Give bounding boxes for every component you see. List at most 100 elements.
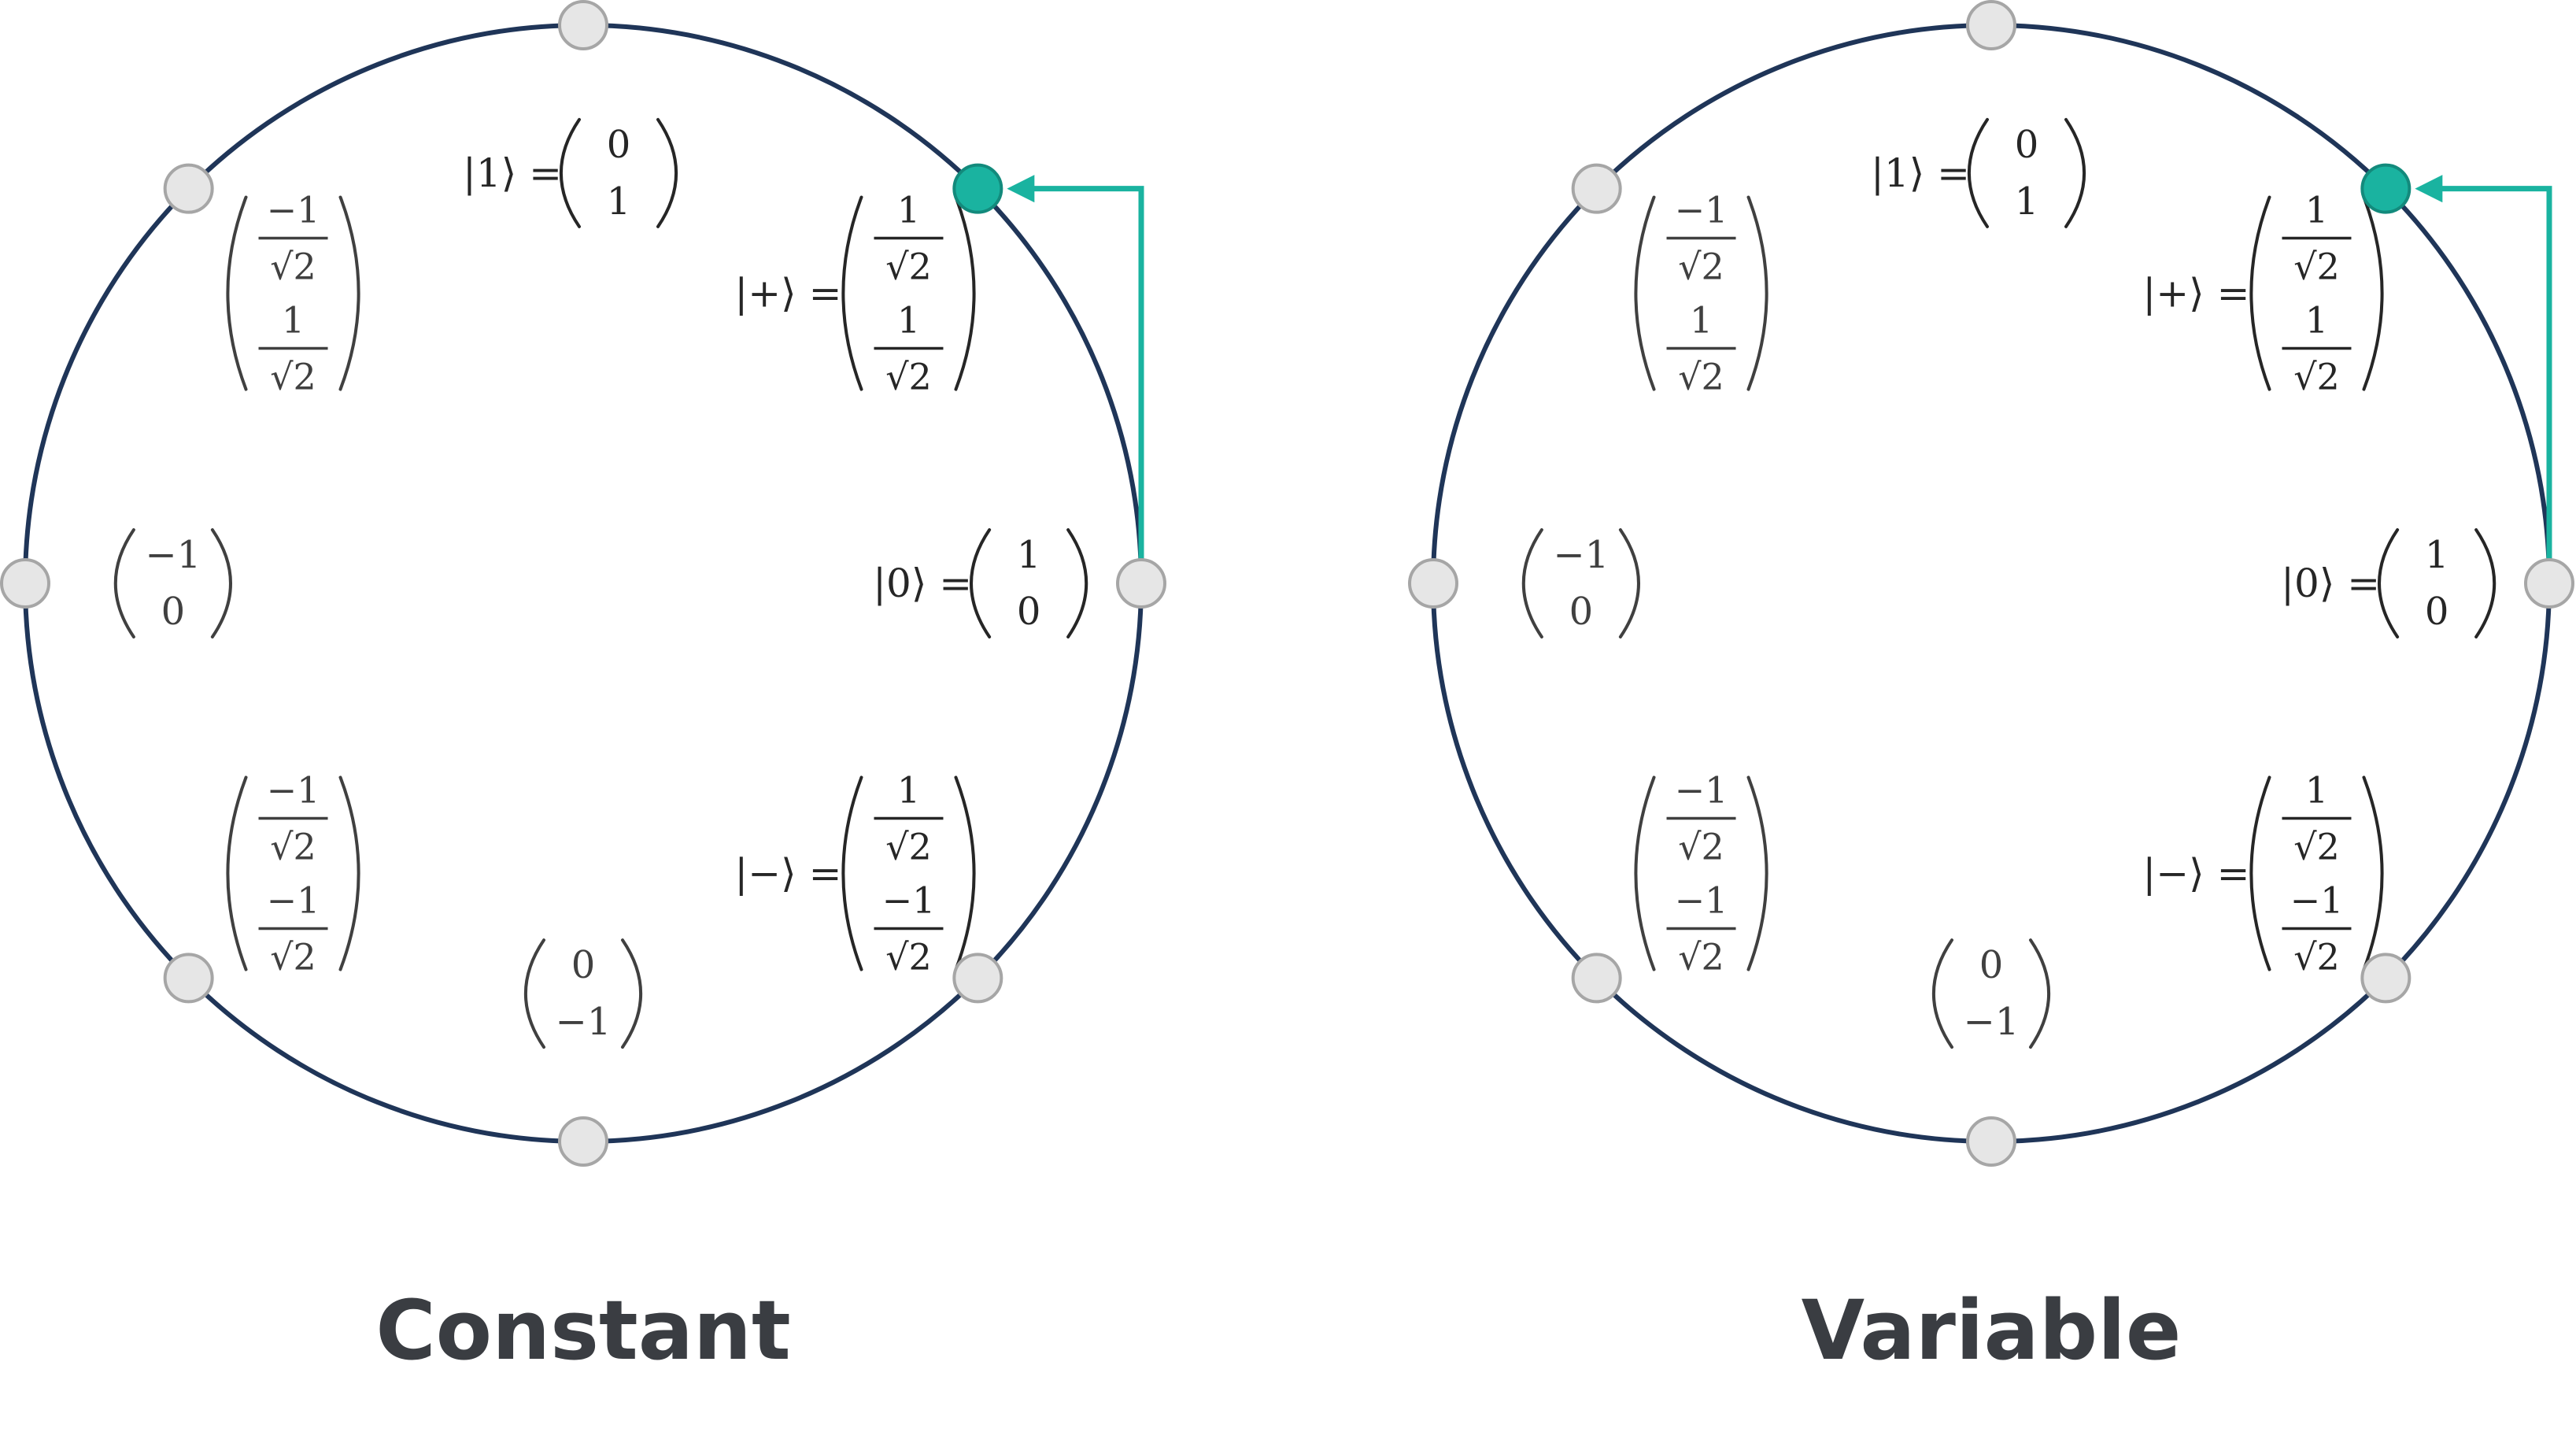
vector-0: 1 0 |0⟩ =	[873, 528, 1088, 638]
top-entry: 0	[1979, 943, 2004, 987]
active-state-node[interactable]	[952, 163, 1003, 214]
left-parenthesis	[1521, 528, 1543, 638]
bottom-entry-denominator: √2	[270, 356, 316, 398]
right-parenthesis	[656, 117, 678, 228]
top-entry: 0	[571, 943, 596, 987]
bottom-entry-denominator: √2	[1678, 935, 1724, 978]
left-parenthesis	[226, 195, 248, 391]
state-node-135[interactable]	[1571, 163, 1622, 214]
right-parenthesis	[954, 775, 976, 971]
bottom-entry: 0	[1017, 590, 1041, 634]
bottom-entry-numerator: −1	[267, 879, 320, 921]
right-parenthesis	[2362, 195, 2384, 391]
left-parenthesis	[841, 775, 863, 971]
panel-caption: Constant	[375, 1282, 790, 1378]
top-entry-denominator: √2	[2293, 825, 2340, 868]
bottom-entry: −1	[1964, 1000, 2020, 1044]
vector-180: −10	[113, 528, 232, 638]
top-entry-numerator: −1	[1675, 189, 1728, 231]
bottom-entry-denominator: √2	[2293, 935, 2340, 978]
right-parenthesis	[2474, 528, 2497, 638]
top-entry-denominator: √2	[1678, 825, 1724, 868]
bottom-entry: 1	[607, 179, 631, 224]
left-parenthesis	[1932, 938, 1953, 1049]
vector-225: −1√2−1√2	[1634, 768, 1768, 978]
state-node-90[interactable]	[558, 0, 608, 50]
panel-constant: 10|0⟩ =01|1⟩ =−100−11√21√2|+⟩ =1√2−1√2|−…	[0, 0, 1166, 1378]
left-parenthesis	[2249, 195, 2271, 391]
panel-caption: Variable	[1802, 1282, 2182, 1378]
vector-270: 0−1	[524, 938, 642, 1049]
bottom-entry-numerator: 1	[2305, 299, 2328, 342]
right-parenthesis	[1066, 528, 1088, 638]
state-node-315[interactable]	[952, 953, 1003, 1004]
right-parenthesis	[2362, 775, 2384, 971]
vector-180: −10	[1521, 528, 1640, 638]
left-parenthesis	[226, 775, 248, 971]
state-node-270[interactable]	[1966, 1116, 2016, 1167]
state-node-180[interactable]	[1408, 558, 1458, 609]
vector-0: 10|0⟩ =	[2281, 528, 2497, 638]
left-parenthesis	[2378, 528, 2400, 638]
bottom-entry-numerator: 1	[897, 299, 920, 342]
top-entry: −1	[146, 533, 201, 577]
ket-label-ketPlus: |+⟩ =	[734, 271, 841, 316]
state-node-270[interactable]	[558, 1116, 608, 1167]
left-parenthesis	[524, 938, 545, 1049]
left-parenthesis	[1968, 117, 1989, 228]
ket-label-ket0: |0⟩ =	[2281, 561, 2380, 606]
bottom-entry-denominator: √2	[270, 935, 316, 978]
bottom-entry-numerator: 1	[1690, 299, 1713, 342]
top-entry: 0	[607, 123, 631, 167]
top-entry-numerator: 1	[897, 189, 920, 231]
vector-315: 1 √2 −1 √2 |−⟩ =	[2142, 768, 2384, 978]
vector-45: 1√21√2|+⟩ =	[734, 189, 976, 398]
right-parenthesis	[1618, 528, 1640, 638]
top-entry-numerator: −1	[1675, 768, 1728, 811]
bottom-entry: 0	[161, 590, 186, 634]
bottom-entry-numerator: −1	[2290, 879, 2344, 921]
panel-variable: 10|0⟩ =01|1⟩ =−100−11√21√2|+⟩ =1√2−1√2|−…	[1408, 0, 2574, 1378]
top-entry-numerator: 1	[897, 768, 920, 811]
ket-label-ket1: |1⟩ =	[463, 150, 562, 196]
state-node-225[interactable]	[163, 953, 214, 1004]
top-entry: 0	[2015, 123, 2039, 167]
vector-225: −1√2−1√2	[226, 768, 360, 978]
right-parenthesis	[2029, 938, 2050, 1049]
left-parenthesis	[2249, 775, 2271, 971]
top-entry-denominator: √2	[270, 246, 316, 288]
vector-135: −1√21√2	[1634, 189, 1768, 398]
active-state-node[interactable]	[2360, 163, 2412, 214]
bottom-entry: −1	[556, 1000, 612, 1044]
ket-label-ketMinus: |−⟩ =	[2142, 850, 2249, 896]
bottom-entry: 0	[1569, 590, 1594, 634]
vector-270: 0−1	[1932, 938, 2050, 1049]
left-parenthesis	[1634, 775, 1656, 971]
right-parenthesis	[210, 528, 232, 638]
ket-label-ketPlus: |+⟩ =	[2142, 271, 2249, 316]
top-entry-numerator: 1	[2305, 768, 2328, 811]
bottom-entry-denominator: √2	[2293, 356, 2340, 398]
left-parenthesis	[1634, 195, 1656, 391]
state-node-315[interactable]	[2360, 953, 2412, 1004]
state-node-0[interactable]	[1116, 558, 1166, 609]
state-node-225[interactable]	[1571, 953, 1622, 1004]
state-node-90[interactable]	[1966, 0, 2016, 50]
vector-45: 1√21√2|+⟩ =	[2142, 189, 2384, 398]
top-entry-denominator: √2	[1678, 246, 1724, 288]
ket-label-ket1: |1⟩ =	[1871, 150, 1970, 196]
right-parenthesis	[338, 775, 360, 971]
top-entry: 1	[2425, 533, 2449, 577]
transition-arrow	[1007, 175, 1144, 583]
bottom-entry-denominator: √2	[885, 356, 932, 398]
top-entry: 1	[1017, 533, 1041, 577]
ket-label-ket0: |0⟩ =	[873, 561, 972, 606]
bottom-entry: 1	[2015, 179, 2039, 224]
top-entry-numerator: 1	[2305, 189, 2328, 231]
state-node-135[interactable]	[163, 163, 214, 214]
state-node-0[interactable]	[2524, 558, 2574, 609]
state-node-180[interactable]	[0, 558, 50, 609]
vector-90: 0 1 |1⟩ =	[1871, 117, 2086, 228]
